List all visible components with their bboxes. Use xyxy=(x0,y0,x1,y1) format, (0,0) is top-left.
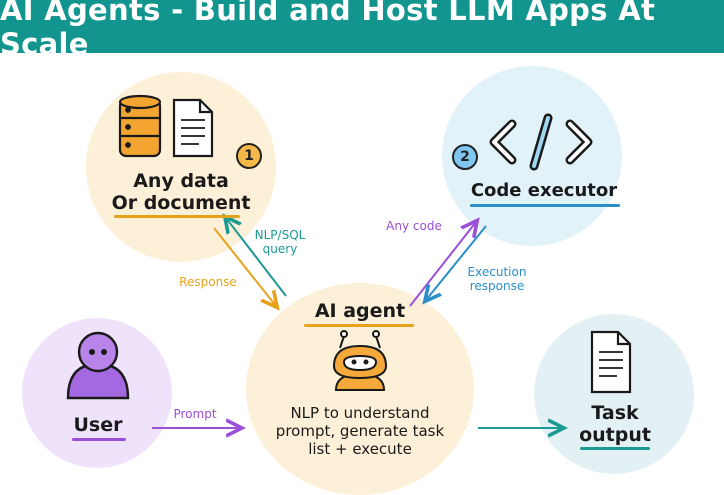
task-output-node xyxy=(534,314,694,474)
prompt-edge-label: Prompt xyxy=(173,407,217,421)
any-code-arrow xyxy=(409,222,476,307)
nlp-sql-line2: query xyxy=(262,242,298,256)
execution-line1: Execution xyxy=(467,265,527,279)
page-title: AI Agents - Build and Host LLM Apps At S… xyxy=(0,0,656,61)
data-source-label: Any data Or document xyxy=(86,170,276,214)
user-node xyxy=(22,318,172,468)
task-output-line2: output xyxy=(579,424,651,446)
ai-agent-description: NLP to understand prompt, generate task … xyxy=(250,404,470,458)
user-label: User xyxy=(73,414,123,436)
data-source-line1: Any data xyxy=(133,170,229,192)
task-output-label: Task output xyxy=(560,402,670,446)
step-badge-1: 1 xyxy=(236,143,262,169)
ai-agent-desc-line3: list + execute xyxy=(308,440,412,458)
ai-agent-desc-line1: NLP to understand xyxy=(290,404,430,422)
execution-edge-label: Execution response xyxy=(452,265,542,293)
task-output-underline xyxy=(580,447,650,450)
data-source-line2: Or document xyxy=(111,192,251,214)
ai-agent-title: AI agent xyxy=(314,300,406,322)
title-banner: AI Agents - Build and Host LLM Apps At S… xyxy=(0,0,724,61)
user-underline xyxy=(72,438,126,441)
task-output-line1: Task xyxy=(591,402,639,424)
any-code-edge-label: Any code xyxy=(386,219,442,233)
ai-agent-underline xyxy=(304,324,414,327)
ai-agent-desc-line2: prompt, generate task xyxy=(275,422,445,440)
code-executor-underline xyxy=(470,204,620,207)
code-executor-label: Code executor xyxy=(470,180,618,201)
nlp-sql-line1: NLP/SQL xyxy=(254,228,306,242)
nlp-sql-edge-label: NLP/SQL query xyxy=(240,228,320,256)
data-source-underline xyxy=(114,215,240,218)
execution-line2: response xyxy=(469,279,525,293)
step-badge-2: 2 xyxy=(452,144,478,170)
response-edge-label: Response xyxy=(179,275,237,289)
